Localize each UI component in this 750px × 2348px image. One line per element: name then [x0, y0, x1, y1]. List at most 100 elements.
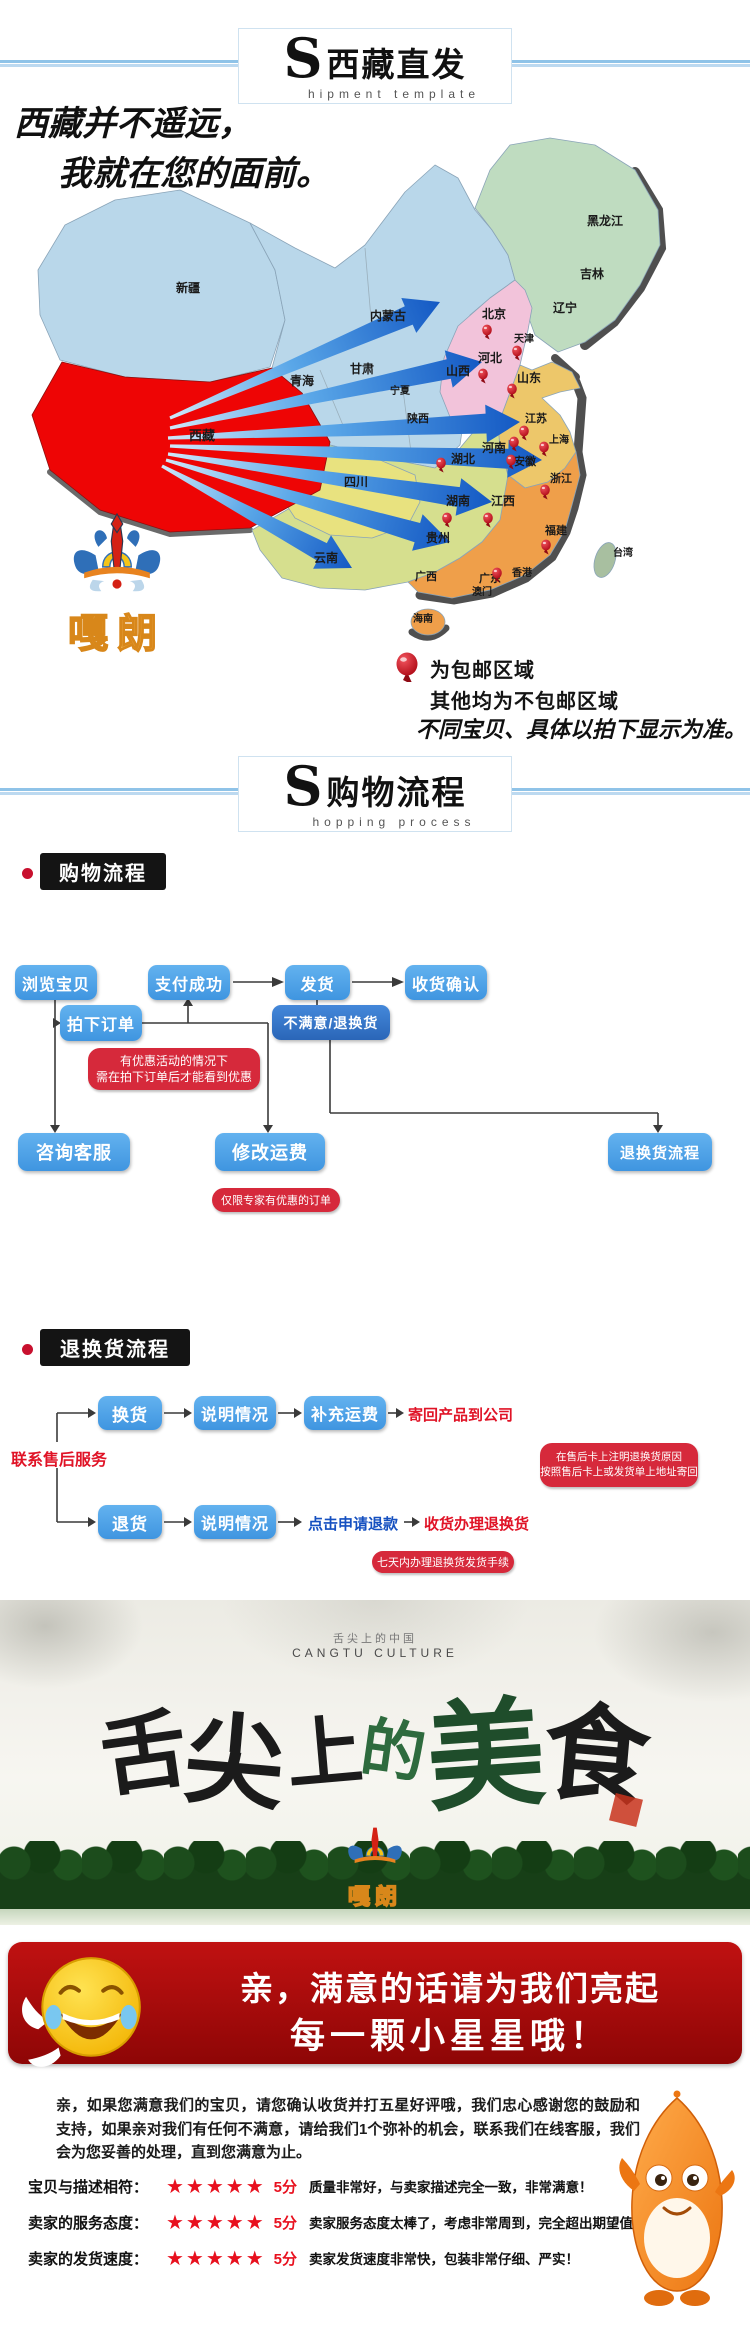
flow2-refund-box: 退货 — [98, 1505, 162, 1539]
province-label: 辽宁 — [553, 300, 577, 315]
flow1-consult-box: 咨询客服 — [18, 1133, 130, 1171]
banner-logo-text: 嘎朗 — [347, 1883, 402, 1910]
region-xinjiang — [37, 189, 286, 383]
flow1-browse-box: 浏览宝贝 — [15, 965, 97, 1000]
flow1-modify-fee-box: 修改运费 — [215, 1133, 325, 1171]
header-s-glyph: S — [283, 26, 323, 90]
region-taiwan — [593, 542, 617, 578]
flow2-receive-label: 收货办理退换货 — [424, 1516, 530, 1533]
flow2-apply-refund-label: 点击申请退款 — [307, 1516, 398, 1533]
province-label: 福建 — [544, 523, 568, 537]
flow2-explain-a-box: 说明情况 — [194, 1396, 276, 1430]
province-label: 云南 — [314, 550, 338, 565]
brand-crown-icon — [73, 512, 161, 592]
province-label: 河南 — [481, 440, 506, 455]
province-label: 吉林 — [580, 266, 604, 281]
province-label: 山西 — [446, 363, 470, 378]
star-rating: ★★★★★ — [166, 2247, 266, 2270]
free-shipping-pin — [540, 484, 550, 500]
legend-line-2: 其他均为不包邮区域 — [430, 691, 619, 713]
province-label: 江西 — [491, 493, 515, 508]
header-shipment-title: S 西藏直发 — [283, 26, 467, 90]
free-shipping-pin — [436, 457, 446, 473]
brand-logo-text: 嘎朗 — [67, 611, 166, 657]
flow1-discount-note: 有优惠活动的情况下 需在拍下订单后才能看到优惠 — [88, 1048, 260, 1090]
banner-crown-icon — [348, 1827, 402, 1864]
delivery-arrow — [165, 458, 450, 551]
province-label: 台湾 — [613, 546, 633, 559]
flow2-return-note: 在售后卡上注明退换货原因 按照售后卡上或发货单上地址寄回 — [540, 1443, 698, 1487]
free-shipping-pin — [492, 567, 502, 583]
region-southeast-coast — [407, 451, 581, 599]
province-label: 天津 — [514, 332, 534, 345]
province-label: 新疆 — [176, 280, 200, 295]
header-shipment: S 西藏直发 hipment template — [238, 28, 512, 104]
section-bullet-2 — [22, 1344, 33, 1355]
delivery-arrow — [169, 439, 542, 478]
header2-subtitle: hopping process — [312, 815, 476, 829]
map-labels-and-pins: 黑龙江吉林辽宁新疆内蒙古青海甘肃宁夏陕西北京天津山西河北山东江苏上海安徽浙江河南… — [176, 213, 633, 625]
brand-logo: 嘎朗 — [42, 512, 192, 659]
star-rating: ★★★★★ — [166, 2175, 266, 2198]
flow1-pay-box: 支付成功 — [148, 965, 230, 1000]
province-label: 海南 — [413, 612, 433, 625]
delivery-arrow — [169, 298, 440, 420]
mascot — [619, 2090, 735, 2306]
free-shipping-pin — [541, 539, 551, 555]
flow2-explain-b-box: 说明情况 — [194, 1505, 276, 1539]
section-bullet — [22, 868, 33, 879]
province-label: 澳门 — [472, 585, 492, 598]
province-label: 内蒙古 — [370, 308, 406, 323]
region-hainan — [410, 608, 446, 636]
delivery-arrow — [167, 404, 520, 443]
header-shopping-process: S 购物流程 hopping process — [238, 756, 512, 832]
delivery-arrow — [169, 350, 482, 430]
banner-top-english: CANGTU CULTURE — [292, 1646, 458, 1660]
banner-top-chinese: 舌尖上的中国 — [333, 1633, 417, 1645]
flow2-start-label: 联系售后服务 — [10, 1452, 107, 1469]
delivery-arrow — [167, 452, 493, 516]
free-shipping-pin — [506, 454, 516, 470]
flow2-add-fee-box: 补充运费 — [304, 1396, 386, 1430]
map-disclaimer: 不同宝贝、具体以拍下显示为准。 — [415, 717, 746, 743]
free-shipping-pin-icon — [396, 652, 418, 682]
province-label: 河北 — [477, 350, 502, 365]
free-shipping-pin — [478, 368, 488, 384]
flow1-modify-note: 仅限专家有优惠的订单 — [212, 1188, 340, 1212]
province-label: 黑龙江 — [587, 213, 623, 228]
free-shipping-pin — [507, 383, 517, 399]
province-label: 江苏 — [525, 411, 547, 425]
star-rating: ★★★★★ — [166, 2211, 266, 2234]
free-shipping-pin — [539, 441, 549, 457]
province-label: 山东 — [517, 370, 541, 385]
laughing-emoji-icon — [22, 1957, 141, 2067]
province-label: 安徽 — [514, 454, 537, 468]
flow2-exchange-box: 换货 — [98, 1396, 162, 1430]
flow2-connectors — [56, 1408, 420, 1527]
intro-line-2: 我就在您的面前。 — [58, 154, 330, 194]
province-label: 湖北 — [451, 451, 475, 466]
province-label: 北京 — [482, 306, 506, 321]
flow1-ship-box: 发货 — [285, 965, 350, 1000]
province-label: 浙江 — [550, 471, 572, 485]
free-shipping-pin — [483, 512, 493, 528]
flow1-section-title: 购物流程 — [40, 853, 166, 890]
region-northeast — [474, 137, 661, 353]
header2-title: S 购物流程 — [283, 754, 467, 818]
province-label: 广西 — [415, 569, 437, 583]
province-label: 甘肃 — [350, 361, 374, 376]
free-shipping-pin — [519, 425, 529, 441]
china-shipping-map: 黑龙江吉林辽宁新疆内蒙古青海甘肃宁夏陕西北京天津山西河北山东江苏上海安徽浙江河南… — [31, 137, 667, 641]
flow2-send-back-label: 寄回产品到公司 — [408, 1407, 514, 1424]
rating-row-description: 宝贝与描述相符： ★★★★★ 5分 质量非常好，与卖家描述完全一致，非常满意！ — [28, 2175, 593, 2198]
intro-line-1: 西藏并不遥远， — [14, 104, 252, 144]
shipping-arrows — [161, 298, 542, 569]
footer-paragraph: 亲，如果您满意我们的宝贝，请您确认收货并打五星好评哦，我们忠心感谢您的鼓励和支持… — [56, 2097, 640, 2161]
flow1-confirm-box: 收货确认 — [405, 965, 487, 1000]
legend-line-1: 为包邮区域 — [430, 660, 535, 682]
water-strip — [0, 1909, 750, 1925]
promo-line-2: 每一颗小星星哦！ — [289, 2017, 610, 2056]
province-label: 湖南 — [446, 493, 470, 508]
flow1-return-process-box: 退换货流程 — [608, 1133, 712, 1171]
